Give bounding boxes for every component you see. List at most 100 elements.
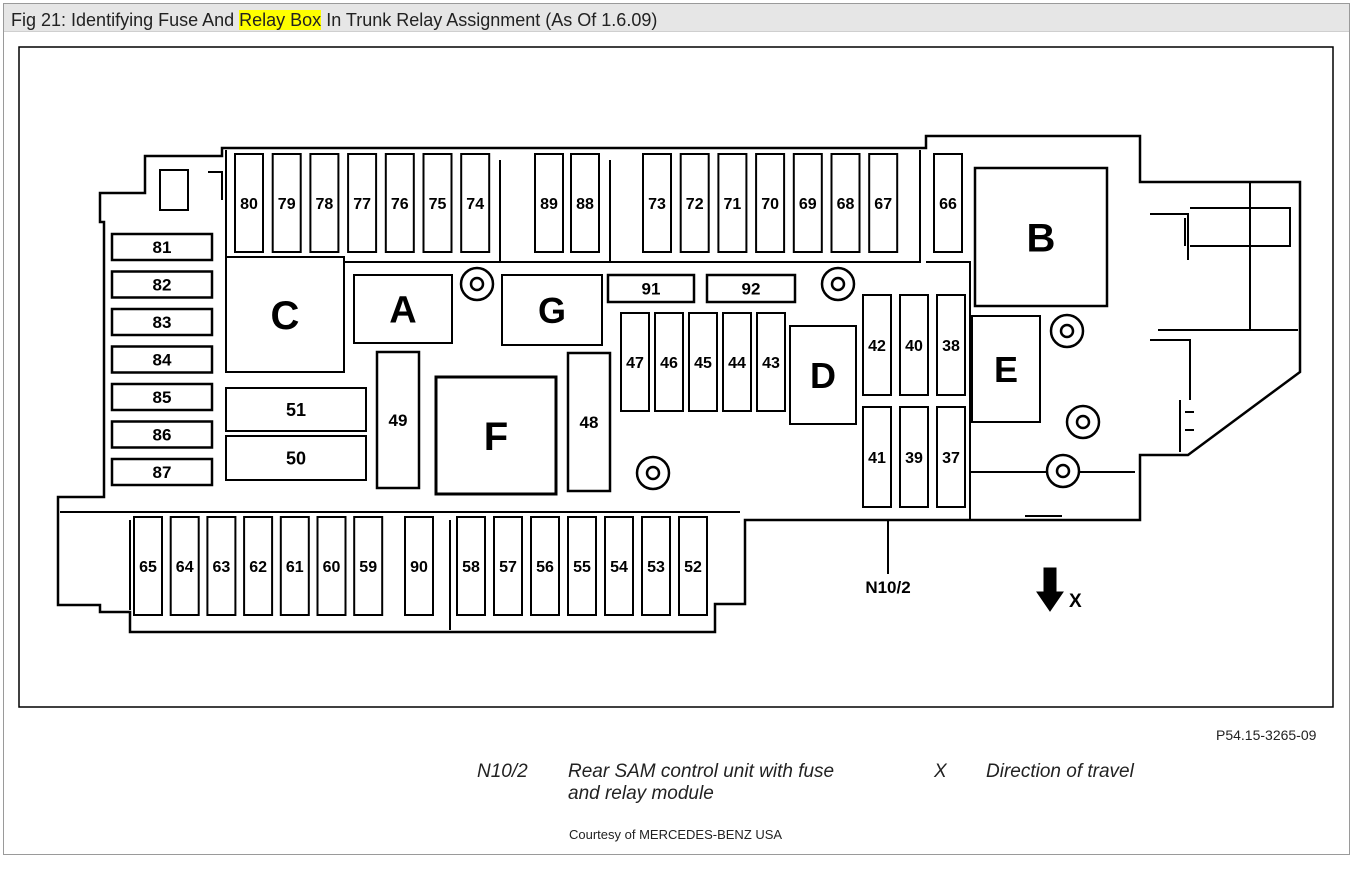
fuse-82-label: 82: [153, 276, 172, 295]
fuse-69-label: 69: [799, 196, 817, 213]
fuse-57: [493, 516, 523, 616]
relay-D: [789, 325, 857, 425]
relay-B: [973, 166, 1109, 308]
fuse-81: [110, 232, 214, 262]
fuse-46: [654, 312, 684, 412]
fuse-44: [722, 312, 752, 412]
fuse-48: [566, 351, 612, 493]
fuse-92: [705, 273, 797, 304]
fuse-66: [933, 153, 963, 253]
fuse-90: [404, 516, 434, 616]
fuse-75-label: 75: [429, 196, 447, 213]
legend-n10-code: N10/2: [477, 761, 528, 782]
fuse-71-label: 71: [724, 196, 742, 213]
screw-hole: [1055, 463, 1071, 479]
fuse-63: [206, 516, 237, 616]
fuse-38: [936, 294, 966, 396]
fuse-92-label: 92: [742, 280, 761, 299]
fuse-84-label: 84: [153, 351, 172, 370]
fuse-65-label: 65: [139, 559, 157, 576]
fuse-40-label: 40: [905, 338, 923, 355]
relay-A-label: A: [389, 290, 416, 332]
fuse-56-label: 56: [536, 559, 554, 576]
fuse-61: [279, 516, 310, 616]
title-highlight: Relay Box: [239, 10, 322, 30]
fuse-64: [169, 516, 200, 616]
fuse-85: [110, 382, 214, 412]
fuse-76-label: 76: [391, 196, 409, 213]
fuse-62: [243, 516, 274, 616]
fuse-86-label: 86: [153, 426, 172, 445]
relay-B-label: B: [1027, 216, 1056, 260]
fuse-64-label: 64: [176, 559, 194, 576]
fuse-88: [570, 153, 600, 253]
fuse-45: [688, 312, 718, 412]
fuse-70-label: 70: [761, 196, 779, 213]
fuse-75: [422, 153, 453, 253]
fuse-54-label: 54: [610, 559, 628, 576]
fuse-81-label: 81: [153, 238, 172, 257]
fuse-53-label: 53: [647, 559, 665, 576]
fuse-74: [460, 153, 491, 253]
relay-F: [434, 375, 558, 496]
fuse-52-label: 52: [684, 559, 702, 576]
relay-A: [353, 274, 453, 344]
fuse-63-label: 63: [213, 559, 231, 576]
fuse-55-label: 55: [573, 559, 591, 576]
relay-G: [501, 274, 603, 346]
fuse-87: [110, 457, 214, 487]
fuse-49-label: 49: [389, 411, 408, 430]
fuse-37: [936, 406, 966, 508]
fuse-51: [225, 387, 367, 432]
fuse-50-label: 50: [286, 448, 306, 468]
fuse-68: [830, 153, 861, 253]
relay-C-label: C: [271, 294, 300, 338]
fuse-91: [606, 273, 696, 304]
screw-hole: [830, 276, 846, 292]
legend-n10-line2: and relay module: [568, 783, 714, 804]
fuse-74-label: 74: [466, 196, 484, 213]
fuse-55: [567, 516, 597, 616]
fuse-83-label: 83: [153, 313, 172, 332]
fuse-82: [110, 270, 214, 299]
fuse-58-label: 58: [462, 559, 480, 576]
fuse-53: [641, 516, 671, 616]
screw-hole: [645, 465, 661, 481]
fuse-71: [717, 153, 748, 253]
fuse-72: [679, 153, 710, 253]
relay-G-label: G: [538, 290, 566, 331]
fuse-85-label: 85: [153, 388, 172, 407]
fuse-68-label: 68: [837, 196, 855, 213]
diagram-border: [18, 46, 1334, 708]
fuse-78: [309, 153, 340, 253]
part-number: P54.15-3265-09: [1216, 727, 1317, 743]
legend-x-code: X: [934, 761, 947, 782]
fuse-52: [678, 516, 708, 616]
fuse-40: [899, 294, 929, 396]
fuse-89-label: 89: [540, 196, 558, 213]
housing-details: [159, 169, 1298, 400]
relay-D-label: D: [810, 355, 836, 396]
fuse-39-label: 39: [905, 450, 923, 467]
fuse-46-label: 46: [660, 355, 678, 372]
fuse-80-label: 80: [240, 196, 258, 213]
fuse-37-label: 37: [942, 450, 960, 467]
fuse-42: [862, 294, 892, 396]
direction-arrow-icon: [1036, 567, 1064, 612]
fuse-47-label: 47: [626, 355, 644, 372]
fuse-67: [868, 153, 899, 253]
fuse-87-label: 87: [153, 463, 172, 482]
fuse-43-label: 43: [762, 355, 780, 372]
housing-outline: [56, 134, 1302, 634]
fuse-69: [792, 153, 823, 253]
fuse-73: [642, 153, 672, 253]
fuse-60-label: 60: [323, 559, 341, 576]
fuse-41: [862, 406, 892, 508]
bottom-bay: [60, 511, 740, 630]
fuse-41-label: 41: [868, 450, 886, 467]
screw-hole: [1059, 323, 1075, 339]
top-bay: [225, 150, 971, 520]
fuse-78-label: 78: [316, 196, 334, 213]
screw-hole: [1075, 414, 1091, 430]
